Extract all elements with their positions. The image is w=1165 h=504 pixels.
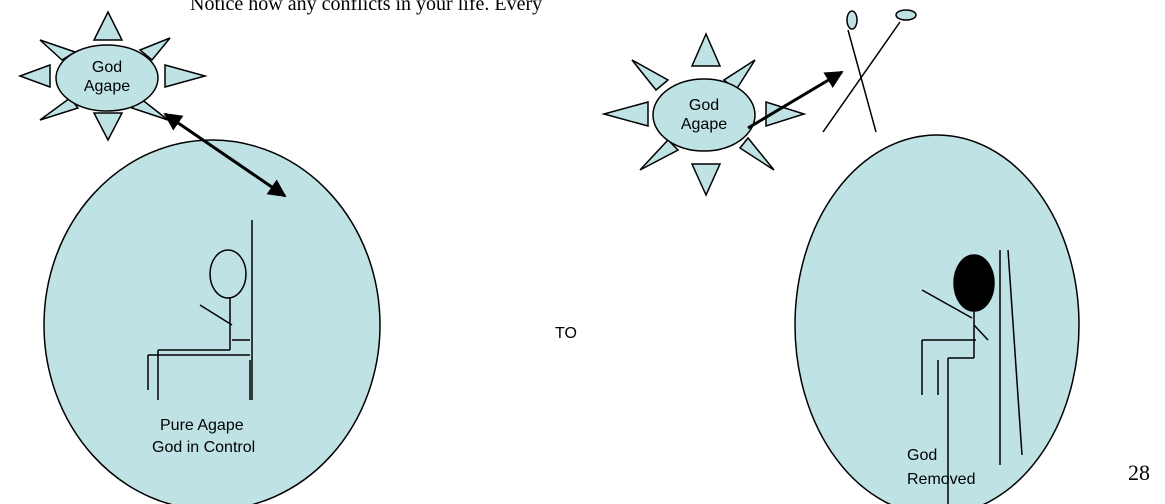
right-connection-arrow	[748, 72, 842, 128]
header-text: Notice how any conflicts in your life. E…	[190, 0, 542, 15]
right-panel: God Agape God Removed	[604, 10, 1079, 504]
right-sun-label-line1: God	[689, 97, 719, 114]
left-caption-line2: God in Control	[152, 439, 255, 456]
left-caption-line1: Pure Agape	[160, 417, 244, 434]
left-sun-label-line1: God	[92, 59, 122, 76]
right-caption-line1: God	[907, 447, 937, 464]
removed-sticks	[823, 10, 916, 132]
right-caption-line2: Removed	[907, 471, 975, 488]
right-sun-center	[653, 79, 755, 151]
left-panel: God Agape Pure Agape God in Control	[20, 12, 380, 504]
left-sun-label-line2: Agape	[84, 78, 130, 95]
transition-label: TO	[555, 325, 577, 342]
right-sun-label-line2: Agape	[681, 116, 727, 133]
page-number: 28	[1128, 460, 1150, 485]
